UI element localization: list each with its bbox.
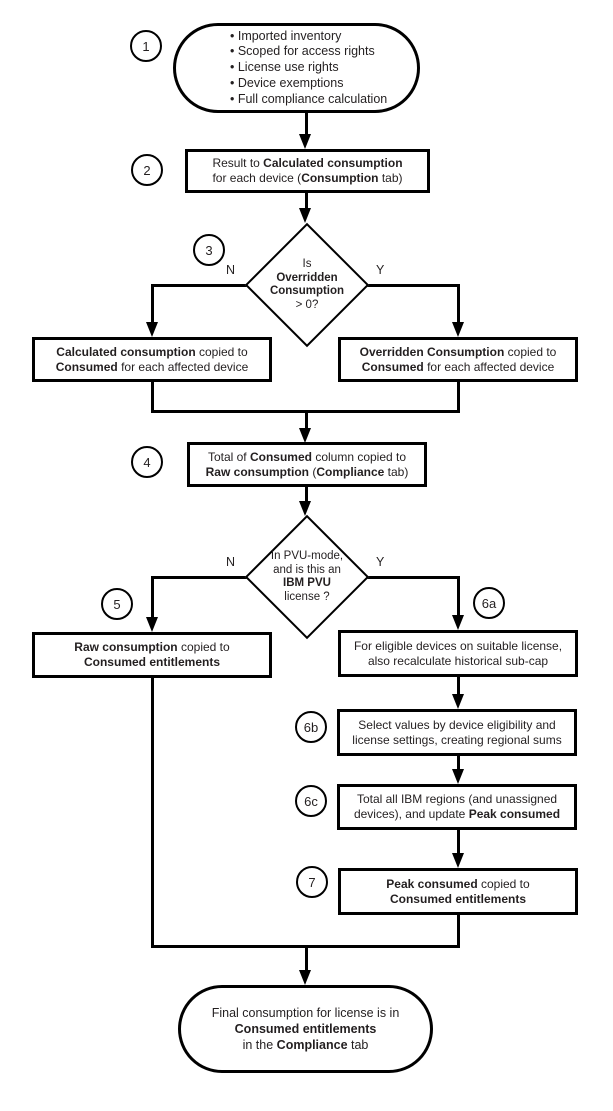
branch-label-yes-decision6: Y [376, 555, 385, 569]
start-terminator: • Imported inventory• Scoped for access … [173, 23, 420, 113]
connector-decision3-no [151, 284, 247, 287]
arrowhead [299, 970, 311, 985]
arrowhead [452, 769, 464, 784]
step-circle-7: 7 [296, 866, 328, 898]
connector-decision6-yes-down [457, 576, 460, 618]
step-circle-5: 5 [101, 588, 133, 620]
connector-decision6-yes [367, 576, 460, 579]
arrowhead [452, 694, 464, 709]
connector-box4-to-decision6 [305, 485, 308, 504]
arrowhead [299, 428, 311, 443]
arrowhead [452, 853, 464, 868]
connector-decision3-no-down [151, 284, 154, 324]
step-circle-1: 1 [130, 30, 162, 62]
arrowhead [299, 501, 311, 516]
step-circle-6b: 6b [295, 711, 327, 743]
connector-box5-down [151, 676, 154, 947]
connector-merge-to-end [305, 945, 308, 973]
branch-label-no-decision3: N [226, 263, 236, 277]
connector-decision6-no [151, 576, 247, 579]
branch-label-yes-decision3: Y [376, 263, 385, 277]
arrowhead [299, 134, 311, 149]
step-circle-2: 2 [131, 154, 163, 186]
step-circle-6c: 6c [295, 785, 327, 817]
arrowhead [452, 322, 464, 337]
connector-box3n-down [151, 380, 154, 412]
connector-box2-to-decision3 [305, 192, 308, 210]
connector-box6a-to-box6b [457, 675, 460, 697]
step-circle-6a: 6a [473, 587, 505, 619]
step-circle-4: 4 [131, 446, 163, 478]
connector-decision3-yes [367, 284, 460, 287]
box-recalculate-historical-subcap: For eligible devices on suitable license… [338, 630, 578, 677]
arrowhead [452, 615, 464, 630]
connector-box7-down [457, 913, 460, 947]
connector-box6b-to-box6c [457, 754, 460, 772]
arrowhead [299, 208, 311, 223]
arrowhead [146, 617, 158, 632]
arrowhead [146, 322, 158, 337]
connector-start-to-box2 [305, 112, 308, 136]
connector-box6c-to-box7 [457, 828, 460, 856]
connector-decision3-yes-down [457, 284, 460, 324]
connector-decision6-no-down [151, 576, 154, 620]
connector-merge3-to-box4 [305, 410, 308, 430]
connector-box3y-down [457, 380, 460, 412]
branch-label-no-decision6: N [226, 555, 236, 569]
step-circle-3: 3 [193, 234, 225, 266]
